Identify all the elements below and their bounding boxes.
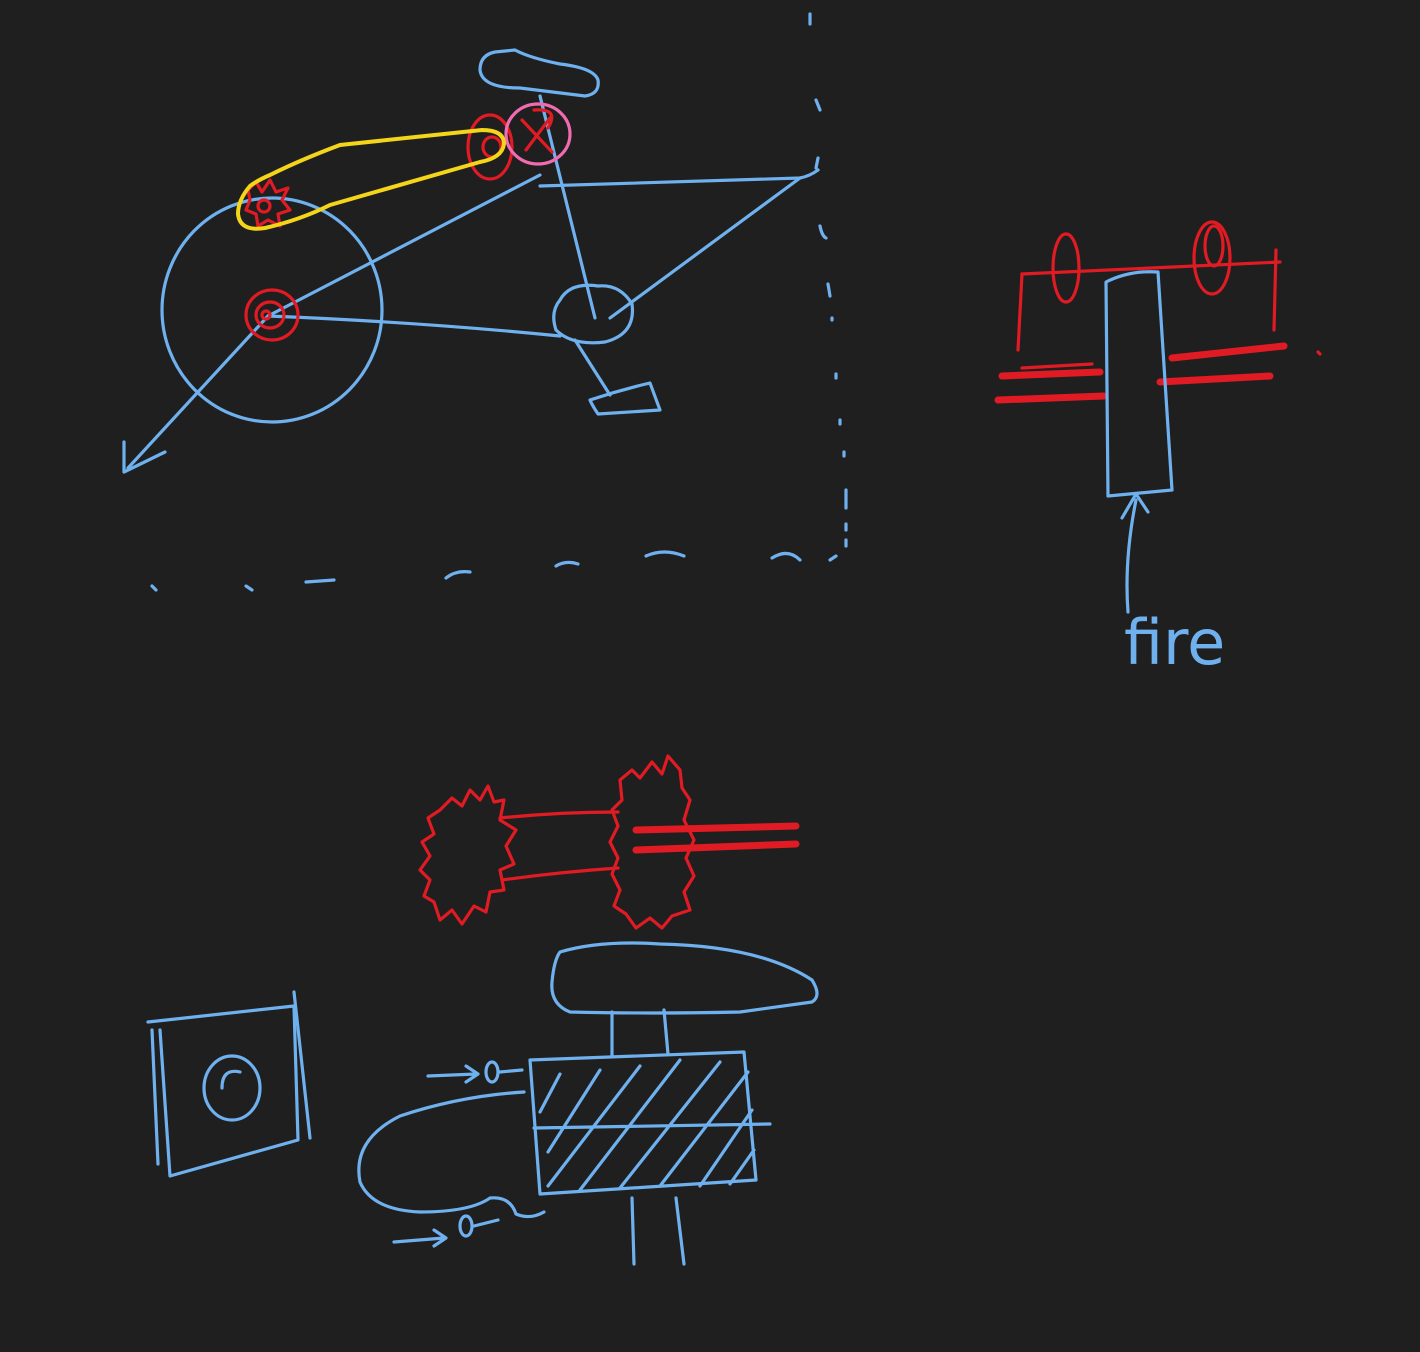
fire-arrow-head <box>1120 492 1150 520</box>
small-gear <box>418 784 518 926</box>
bike-seat <box>478 48 600 98</box>
gear-shaft-bottom <box>632 840 800 854</box>
chain-loop <box>236 128 506 231</box>
hatched-block <box>528 1050 758 1196</box>
gear-belt-top <box>498 810 620 820</box>
rear-cog-center <box>256 198 272 214</box>
seat-assembly <box>357 941 819 1266</box>
button-box-frame <box>146 1004 300 1178</box>
plunger <box>1104 270 1174 498</box>
bike-crank-hub <box>552 283 635 345</box>
bike-sketch <box>122 48 820 474</box>
base-rail-right <box>1168 342 1288 362</box>
left-hub <box>1051 232 1081 304</box>
direction-arrow-head <box>122 440 167 474</box>
bike-crank-arm <box>573 338 612 397</box>
foot-shape <box>357 1090 546 1219</box>
rear-cog <box>244 178 292 228</box>
piston-top-bar <box>1020 260 1282 276</box>
button-box <box>146 990 312 1178</box>
bike-chainstay <box>266 314 562 338</box>
arrow-lower <box>392 1228 448 1248</box>
right-hub-inner <box>1203 224 1225 268</box>
gear-sketch <box>418 754 800 930</box>
button-circle <box>202 1054 262 1122</box>
bike-wheel <box>160 196 384 424</box>
saddle <box>550 941 819 1015</box>
right-hub <box>1192 220 1232 296</box>
fire-label: fire <box>1124 606 1225 679</box>
arrow-upper <box>426 1064 480 1084</box>
pedal-pivot-circle <box>504 102 572 166</box>
base-rail-left <box>998 368 1104 380</box>
bike-seatstay <box>266 173 542 318</box>
dotted-boundary <box>150 12 848 592</box>
large-gear <box>608 754 696 930</box>
bike-pedal <box>588 381 662 416</box>
gear-belt-bottom <box>500 866 620 882</box>
direction-arrow <box>126 314 270 470</box>
rear-hub-axle <box>260 309 272 321</box>
rear-hub-outer <box>244 288 300 342</box>
fire-arrow <box>1125 498 1138 614</box>
pivot-mark <box>520 108 554 154</box>
piston-sketch: fire <box>994 220 1322 679</box>
bike-down-tube <box>608 176 802 320</box>
piston-left-wall <box>1016 272 1024 352</box>
bike-top-tube <box>538 168 820 188</box>
piston-right-wall <box>1272 248 1278 332</box>
gear-shaft-top <box>632 822 800 834</box>
front-sprocket <box>466 113 514 181</box>
rear-hub-inner <box>254 300 286 330</box>
bike-seat-tube <box>538 94 597 320</box>
